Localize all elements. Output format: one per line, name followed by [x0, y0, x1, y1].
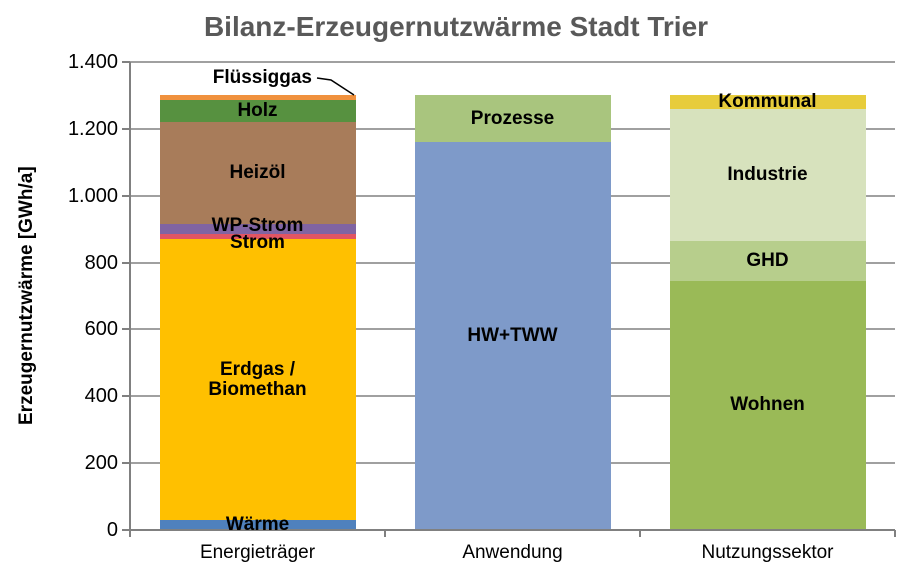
x-tick-0	[129, 530, 131, 537]
segment-label-strom: Strom	[230, 231, 285, 253]
segment-label-hw-tww: HW+TWW	[467, 325, 558, 347]
y-axis-line	[129, 62, 131, 537]
y-tick-label-0: 0	[106, 519, 118, 541]
segment-holz	[159, 100, 356, 123]
segment-waerme	[159, 519, 356, 530]
x-tick-1	[384, 530, 386, 537]
y-tick-label-1.400: 1.400	[67, 51, 118, 73]
segment-label-ghd: GHD	[746, 249, 789, 271]
y-tick-800	[122, 261, 130, 264]
x-category-label-anwendung: Anwendung	[462, 542, 563, 563]
chart-title: Bilanz-Erzeugernutzwärme Stadt Trier	[203, 11, 709, 42]
y-tick-label-600: 600	[84, 318, 118, 341]
gridline-1.400	[130, 61, 895, 63]
segment-erdgas-biomethan	[159, 239, 356, 520]
segment-kommunal	[669, 95, 866, 109]
segment-label-prozesse: Prozesse	[470, 107, 555, 129]
y-tick-1.000	[122, 194, 130, 197]
y-tick-1.200	[122, 127, 130, 130]
x-category-label-energietraeger: Energieträger	[199, 542, 316, 563]
x-tick-3	[894, 530, 896, 537]
y-tick-400	[122, 395, 130, 398]
segment-heizoel	[159, 122, 356, 225]
segment-wp-strom	[159, 224, 356, 235]
fluessiggas-callout-label: Flüssiggas	[212, 67, 312, 88]
segment-label-heizoel: Heizöl	[229, 162, 286, 184]
y-tick-label-800: 800	[84, 251, 118, 274]
segment-label-waerme: Wärme	[225, 513, 290, 535]
y-tick-200	[122, 462, 130, 465]
segment-label-industrie: Industrie	[727, 163, 808, 185]
segment-strom	[159, 234, 356, 240]
segment-fluessiggas	[159, 95, 356, 101]
segment-label-holz: Holz	[237, 100, 278, 122]
segment-hw-tww	[414, 142, 611, 530]
segment-label-erdgas-biomethan: Erdgas / Biomethan	[208, 358, 307, 400]
segment-label-kommunal: Kommunal	[718, 91, 817, 113]
x-axis-line	[130, 529, 895, 531]
y-tick-label-1.200: 1.200	[67, 117, 118, 140]
segment-industrie	[669, 108, 866, 241]
y-axis-title: Erzeugernutzwärme [GWh/a]	[16, 166, 37, 426]
segment-wohnen	[669, 280, 866, 530]
segment-label-wohnen: Wohnen	[730, 394, 805, 416]
x-tick-2	[639, 530, 641, 537]
y-tick-0	[122, 529, 130, 531]
x-category-label-nutzungssektor: Nutzungssektor	[701, 542, 834, 563]
segment-label-wp-strom: WP-Strom	[211, 215, 304, 237]
y-tick-label-1.000: 1.000	[67, 184, 118, 207]
segment-ghd	[669, 240, 866, 281]
y-tick-600	[122, 328, 130, 331]
y-tick-label-200: 200	[84, 452, 118, 475]
segment-prozesse	[414, 95, 611, 143]
y-tick-1.400	[122, 61, 130, 63]
y-tick-label-400: 400	[84, 385, 118, 408]
